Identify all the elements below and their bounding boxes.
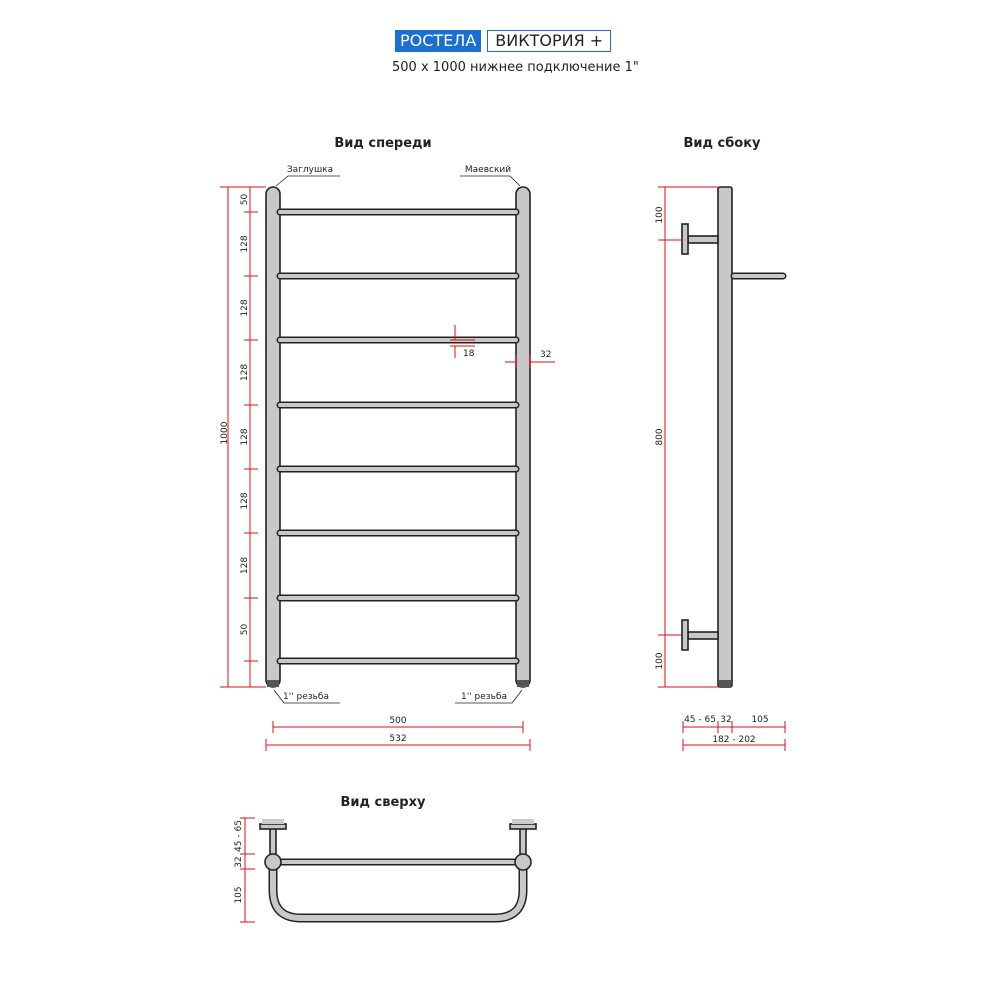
left-pipe: [265, 186, 281, 688]
top-view: Вид сверху 45 - 65 32 105: [234, 795, 537, 923]
side-pipe: [717, 186, 733, 688]
front-view-title: Вид спереди: [334, 136, 431, 151]
pipe-size-dim: 32: [540, 350, 551, 360]
side-seg-dim: 100: [655, 206, 665, 223]
top-wall-plate: [681, 223, 689, 255]
segment-dim: 128: [240, 364, 250, 381]
front-view: Вид спереди Заглушка Маевский 1'' резьба…: [220, 136, 555, 751]
segment-dim: 128: [240, 492, 250, 509]
left-pipe-section: [264, 853, 282, 871]
segment-dim: 50: [240, 194, 250, 206]
u-rung: [268, 862, 528, 923]
plug-label: Заглушка: [287, 165, 333, 175]
rung-size-dim: 18: [463, 349, 475, 359]
top-view-title: Вид сверху: [341, 795, 426, 810]
top-seg-dim: 32: [234, 856, 244, 867]
segment-dim: 128: [240, 557, 250, 574]
depth-rung-dim: 105: [751, 715, 768, 725]
wall-plate-right: [509, 823, 537, 830]
bottom-bracket: [687, 631, 719, 640]
segment-dim: 50: [240, 624, 250, 636]
thread-label-right: 1'' резьба: [461, 692, 507, 702]
width-outer-dim: 532: [389, 734, 406, 744]
right-pipe: [515, 186, 531, 688]
subtitle: 500 x 1000 нижнее подключение 1": [392, 60, 639, 75]
top-bracket: [687, 235, 719, 244]
header: РОСТЕЛА ВИКТОРИЯ +: [395, 30, 612, 52]
segment-dim: 128: [240, 235, 250, 252]
segment-dim: 128: [240, 428, 250, 445]
wall-plate-left: [259, 823, 287, 830]
right-pipe-section: [514, 853, 532, 871]
depth-wall-dim: 45 - 65: [684, 715, 716, 725]
valve-label: Маевский: [465, 165, 511, 175]
height-dim: 1000: [220, 421, 230, 444]
side-view: Вид сбоку 100 800 100 45 - 65 32 105 182…: [655, 136, 787, 751]
width-inner-dim: 500: [389, 716, 406, 726]
side-view-title: Вид сбоку: [683, 136, 761, 151]
depth-pipe-dim: 32: [720, 715, 731, 725]
left-thread: [267, 680, 279, 687]
top-seg-dim: 105: [234, 886, 244, 903]
bottom-wall-plate: [681, 619, 689, 651]
thread-label-left: 1'' резьба: [283, 692, 329, 702]
model-badge: ВИКТОРИЯ +: [487, 30, 612, 52]
side-seg-dim: 800: [655, 428, 665, 445]
top-seg-dim: 45 - 65: [234, 820, 244, 852]
brand-badge: РОСТЕЛА: [395, 30, 482, 52]
segment-dim: 128: [240, 299, 250, 316]
right-thread: [517, 680, 529, 687]
side-seg-dim: 100: [655, 652, 665, 669]
depth-total-dim: 182 - 202: [712, 735, 755, 745]
